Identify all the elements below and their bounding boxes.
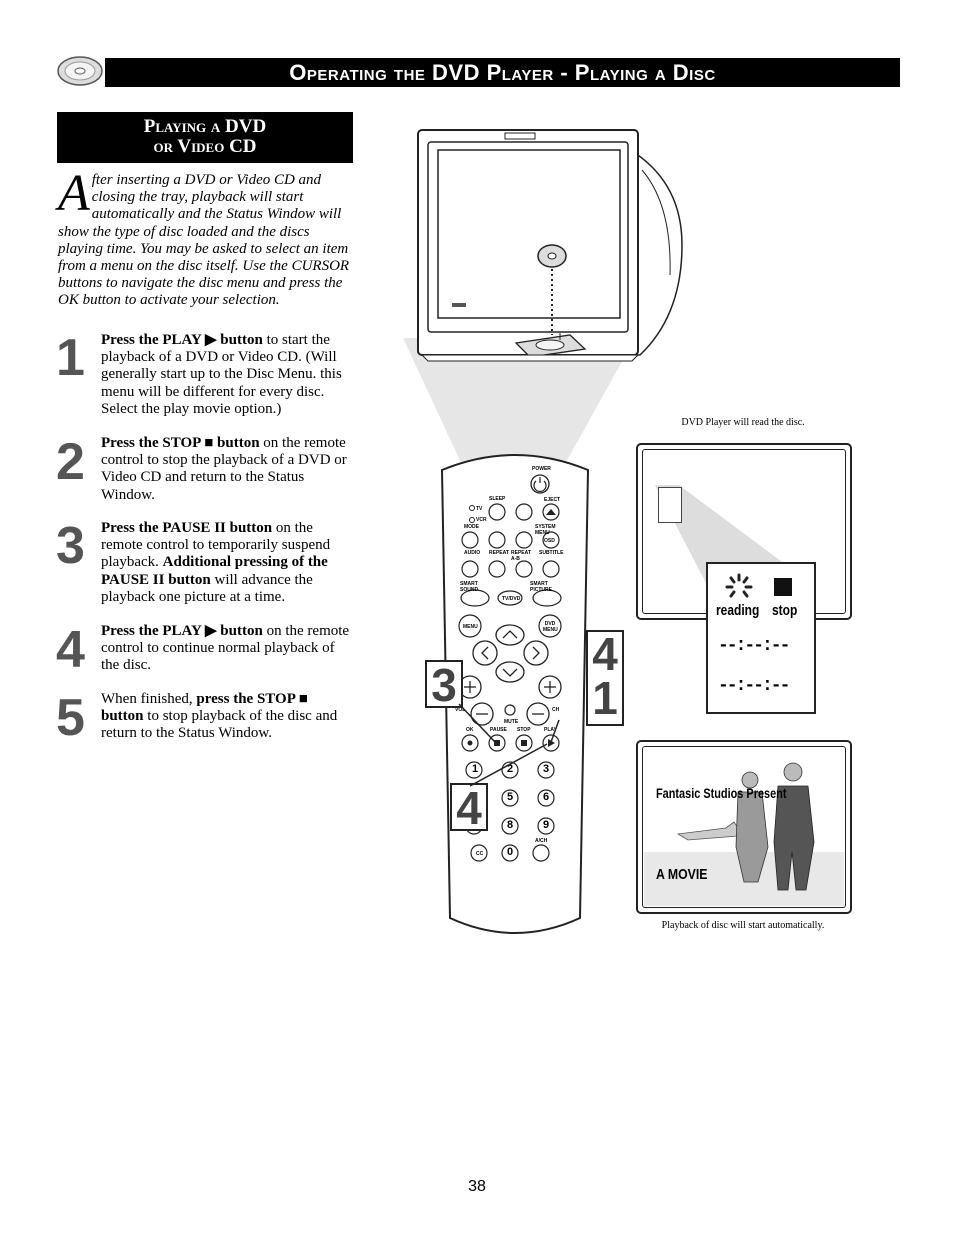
disc-icon — [57, 56, 103, 86]
mode-button[interactable] — [461, 531, 479, 549]
stop-label-status: stop — [772, 602, 798, 619]
ch-label: CH — [552, 707, 560, 713]
smart-picture-button[interactable] — [532, 589, 562, 607]
section-title-line2: or Video CD — [153, 136, 257, 157]
step-number-5: 5 — [56, 689, 85, 747]
smart-picture-label: SMART PICTURE — [530, 581, 552, 593]
dvd-menu-label: DVD MENU — [543, 621, 558, 633]
menu-button[interactable] — [458, 614, 482, 638]
callout-4-bottom: 4 — [450, 783, 488, 831]
movie-screen-frame: Fantasic Studios Present A MOVIE — [636, 740, 852, 914]
callout-3: 3 — [425, 660, 463, 708]
digit-1-label: 1 — [471, 763, 479, 775]
drop-cap: A — [58, 165, 90, 222]
step-number-3: 3 — [56, 517, 85, 575]
repeat-ab-label: REPEAT A-B — [511, 550, 531, 562]
movie-title-text: Fantasic Studios Present — [656, 785, 787, 801]
cursor-right-button[interactable] — [523, 640, 549, 666]
intro-text: fter inserting a DVD or Video CD and clo… — [58, 172, 350, 309]
eject-label: EJECT — [544, 497, 561, 503]
digit-6-label: 6 — [542, 791, 550, 803]
digit-9-label: 9 — [542, 819, 550, 831]
tv-dvd-button[interactable] — [497, 590, 523, 606]
section-title-box: Playing a DVD or Video CD — [57, 112, 353, 163]
caption-read-disc: DVD Player will read the disc. — [681, 417, 805, 428]
step-5-text: When finished, press the STOP ■ button t… — [101, 691, 338, 742]
section-title-line1: Playing a DVD — [143, 116, 267, 137]
step-3-text: Press the PAUSE II button on the remote … — [101, 520, 331, 605]
osd-button[interactable] — [542, 531, 560, 549]
step-1-text: Press the PLAY ▶ button to start the pla… — [101, 332, 342, 417]
cursor-left-button[interactable] — [472, 640, 498, 666]
step-4-text: Press the PLAY ▶ button on the remote co… — [101, 623, 350, 674]
system-menu-label: SYSTEM MENU — [535, 524, 556, 536]
page-title: Operating the DVD Player - Playing a Dis… — [289, 59, 716, 85]
movie-scene-image — [644, 762, 844, 906]
status-window-mini — [658, 487, 682, 523]
cc-label: CC — [476, 851, 484, 857]
ok-label: OK — [466, 727, 474, 733]
sleep-label: SLEEP — [489, 496, 506, 502]
step-number-2: 2 — [56, 433, 85, 491]
page-header: Operating the DVD Player - Playing a Dis… — [105, 58, 900, 87]
repeat-button[interactable] — [488, 560, 506, 578]
time-readout-2: --:--:-- — [718, 676, 790, 696]
step-number-1: 1 — [56, 329, 85, 387]
digit-buttons[interactable] — [465, 761, 555, 862]
caption-playback-auto: Playback of disc will start automaticall… — [661, 920, 825, 931]
tv-illustration — [417, 129, 683, 362]
time-readout-1: --:--:-- — [718, 636, 790, 656]
page-number: 38 — [468, 1178, 486, 1195]
stop-label: STOP — [517, 727, 531, 733]
mute-button[interactable] — [504, 704, 516, 716]
power-label: POWER — [532, 466, 551, 472]
stop-square-icon — [774, 578, 792, 596]
digit-8-label: 8 — [506, 819, 514, 831]
vol-label: VOL — [455, 707, 466, 713]
cursor-down-button[interactable] — [495, 661, 525, 683]
reading-spinner-icon — [725, 573, 753, 598]
play-label: PLAY — [544, 727, 557, 733]
sleep-button[interactable] — [488, 503, 506, 521]
step-2-text: Press the STOP ■ button on the remote co… — [101, 435, 347, 503]
tv-label: TV — [476, 506, 483, 512]
dvd-menu-button[interactable] — [538, 614, 562, 638]
digit-2-label: 2 — [506, 763, 514, 775]
aspect-button[interactable] — [515, 503, 533, 521]
audio-button[interactable] — [461, 560, 479, 578]
digit-5-label: 5 — [506, 791, 514, 803]
osd-label: OSD — [544, 538, 555, 544]
repeat-label: REPEAT — [489, 550, 509, 556]
digit-0-label: 0 — [506, 846, 514, 858]
tv-dvd-label: TV/DVD — [502, 596, 521, 602]
status-window-zoom: reading stop --:--:-- --:--:-- — [706, 562, 816, 714]
digit-3-label: 3 — [542, 763, 550, 775]
reading-label: reading — [716, 602, 760, 619]
pause-label: PAUSE — [490, 727, 507, 733]
smart-sound-button[interactable] — [460, 589, 490, 607]
ach-label: A/CH — [535, 838, 548, 844]
movie-name-text: A MOVIE — [656, 866, 708, 883]
callout-leaders — [458, 703, 560, 787]
zoom-beam — [655, 485, 813, 585]
cursor-up-button[interactable] — [495, 624, 525, 646]
vcr-label: VCR — [476, 517, 487, 523]
repeat-ab-button[interactable] — [515, 560, 533, 578]
mute-label: MUTE — [504, 719, 519, 725]
subtitle-button[interactable] — [542, 560, 560, 578]
smart-sound-label: SMART SOUND — [460, 581, 479, 593]
projection-beam — [403, 338, 635, 482]
subtitle-label: SUBTITLE — [539, 550, 564, 556]
step-number-4: 4 — [56, 621, 85, 679]
audio-label: AUDIO — [464, 550, 481, 556]
menu-label: MENU — [463, 624, 478, 630]
mode-label: MODE — [464, 524, 479, 530]
